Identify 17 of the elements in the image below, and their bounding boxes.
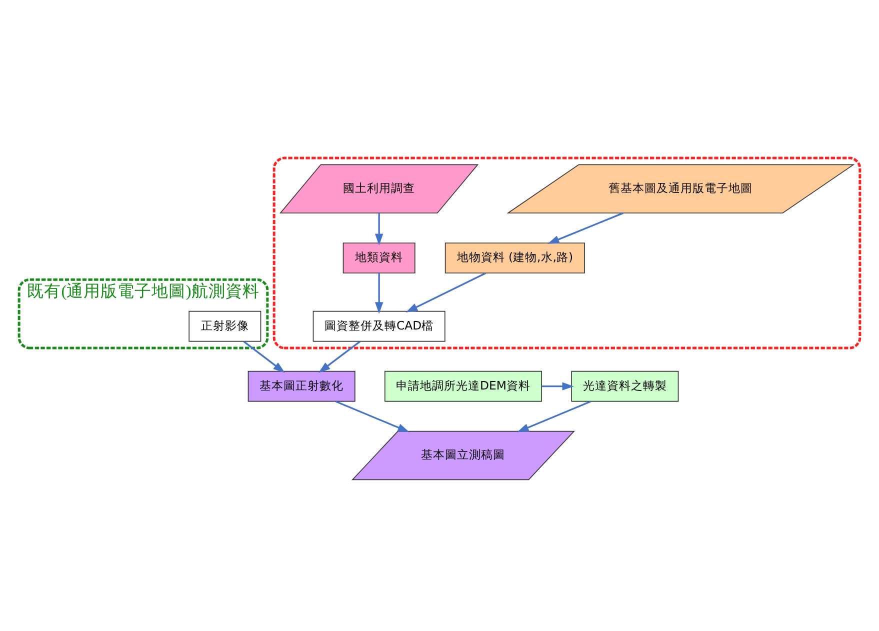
node-box: 申請地調所光達DEM資料 bbox=[384, 370, 542, 402]
arrow bbox=[548, 212, 624, 244]
node-box: 正射影像 bbox=[188, 310, 262, 342]
arrow bbox=[318, 340, 360, 373]
arrow bbox=[243, 340, 285, 373]
arrow bbox=[375, 273, 384, 314]
node-box: 地類資料 bbox=[342, 242, 416, 274]
node-box: 光達資料之轉製 bbox=[571, 370, 679, 402]
cluster bbox=[272, 156, 862, 350]
arrow bbox=[517, 400, 591, 432]
arrow bbox=[542, 382, 574, 390]
node-box: 基本圖正射數化 bbox=[248, 370, 356, 402]
node-box: 圖資整併及轉CAD檔 bbox=[312, 310, 446, 342]
node-box: 地物資料 (建物,水,路) bbox=[444, 242, 585, 274]
arrow bbox=[336, 400, 410, 432]
arrow bbox=[375, 213, 384, 246]
arrow bbox=[406, 272, 486, 312]
